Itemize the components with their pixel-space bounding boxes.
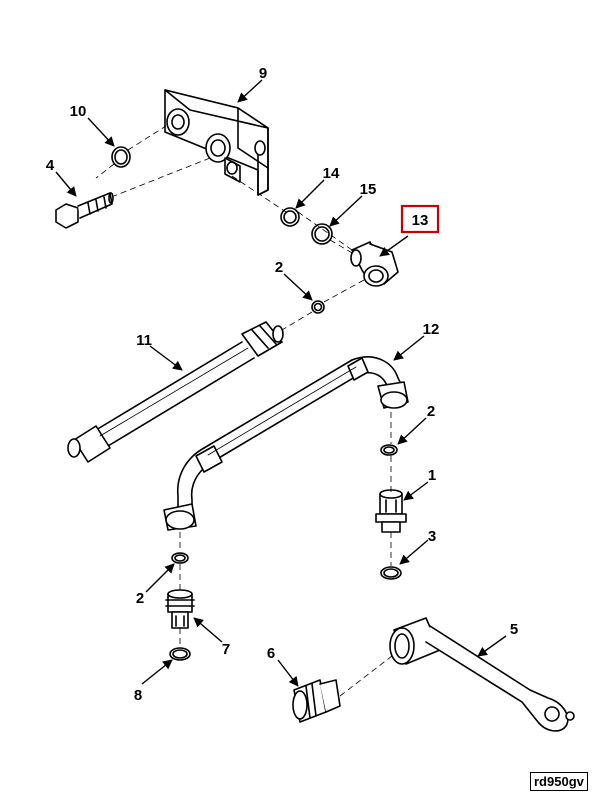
elbow-fitting-part bbox=[350, 241, 399, 287]
leader-10 bbox=[87, 117, 115, 147]
leader-14 bbox=[295, 179, 325, 209]
callout-2-low: 2 bbox=[136, 590, 144, 607]
callout-15: 15 bbox=[360, 181, 377, 198]
leader-15 bbox=[329, 195, 363, 227]
o-ring-part-14 bbox=[280, 207, 300, 227]
callout-13: 13 bbox=[412, 212, 429, 229]
callout-13-highlight bbox=[400, 204, 440, 234]
leader-2b bbox=[397, 417, 427, 445]
straight-hose-part bbox=[67, 321, 284, 463]
dust-cap-part bbox=[389, 617, 575, 732]
callout-1: 1 bbox=[428, 467, 436, 484]
leader-3 bbox=[399, 539, 429, 565]
leader-8 bbox=[141, 659, 173, 685]
callout-5: 5 bbox=[510, 621, 518, 638]
o-ring-part-2-top bbox=[311, 300, 325, 314]
o-ring-part-15 bbox=[311, 223, 333, 245]
leader-7 bbox=[193, 617, 223, 643]
leader-4 bbox=[55, 171, 77, 197]
callout-9: 9 bbox=[259, 65, 267, 82]
leader-12 bbox=[393, 335, 425, 361]
o-ring-part-8 bbox=[169, 647, 191, 661]
plug-part bbox=[292, 679, 341, 723]
leader-9 bbox=[237, 79, 263, 103]
callout-14: 14 bbox=[323, 165, 340, 182]
callout-6: 6 bbox=[267, 645, 275, 662]
leader-2c bbox=[145, 563, 175, 593]
leader-5 bbox=[477, 635, 507, 657]
leader-6 bbox=[277, 659, 299, 687]
reference-code-label: rd950gv bbox=[530, 772, 588, 791]
callout-8: 8 bbox=[134, 687, 142, 704]
callout-2-mid: 2 bbox=[427, 403, 435, 420]
leader-13 bbox=[379, 235, 409, 257]
leader-1 bbox=[403, 481, 429, 501]
callout-7: 7 bbox=[222, 641, 230, 658]
callout-2-top: 2 bbox=[275, 259, 283, 276]
o-ring-part-2-low bbox=[171, 552, 189, 564]
callout-3: 3 bbox=[428, 528, 436, 545]
o-ring-part-10 bbox=[111, 146, 131, 168]
bent-hose-part bbox=[163, 356, 409, 531]
bolt-part bbox=[55, 192, 114, 229]
o-ring-part-3 bbox=[380, 566, 402, 580]
callout-12: 12 bbox=[423, 321, 440, 338]
callout-11: 11 bbox=[136, 332, 152, 349]
leader-11 bbox=[149, 345, 183, 371]
callout-4: 4 bbox=[46, 157, 55, 174]
callout-10: 10 bbox=[70, 103, 87, 120]
adapter-fitting-part-1 bbox=[375, 489, 407, 533]
adapter-fitting-part-7 bbox=[165, 589, 195, 629]
o-ring-part-2-mid bbox=[380, 444, 398, 456]
leader-2a bbox=[283, 273, 313, 301]
manifold-block-part bbox=[164, 89, 269, 196]
